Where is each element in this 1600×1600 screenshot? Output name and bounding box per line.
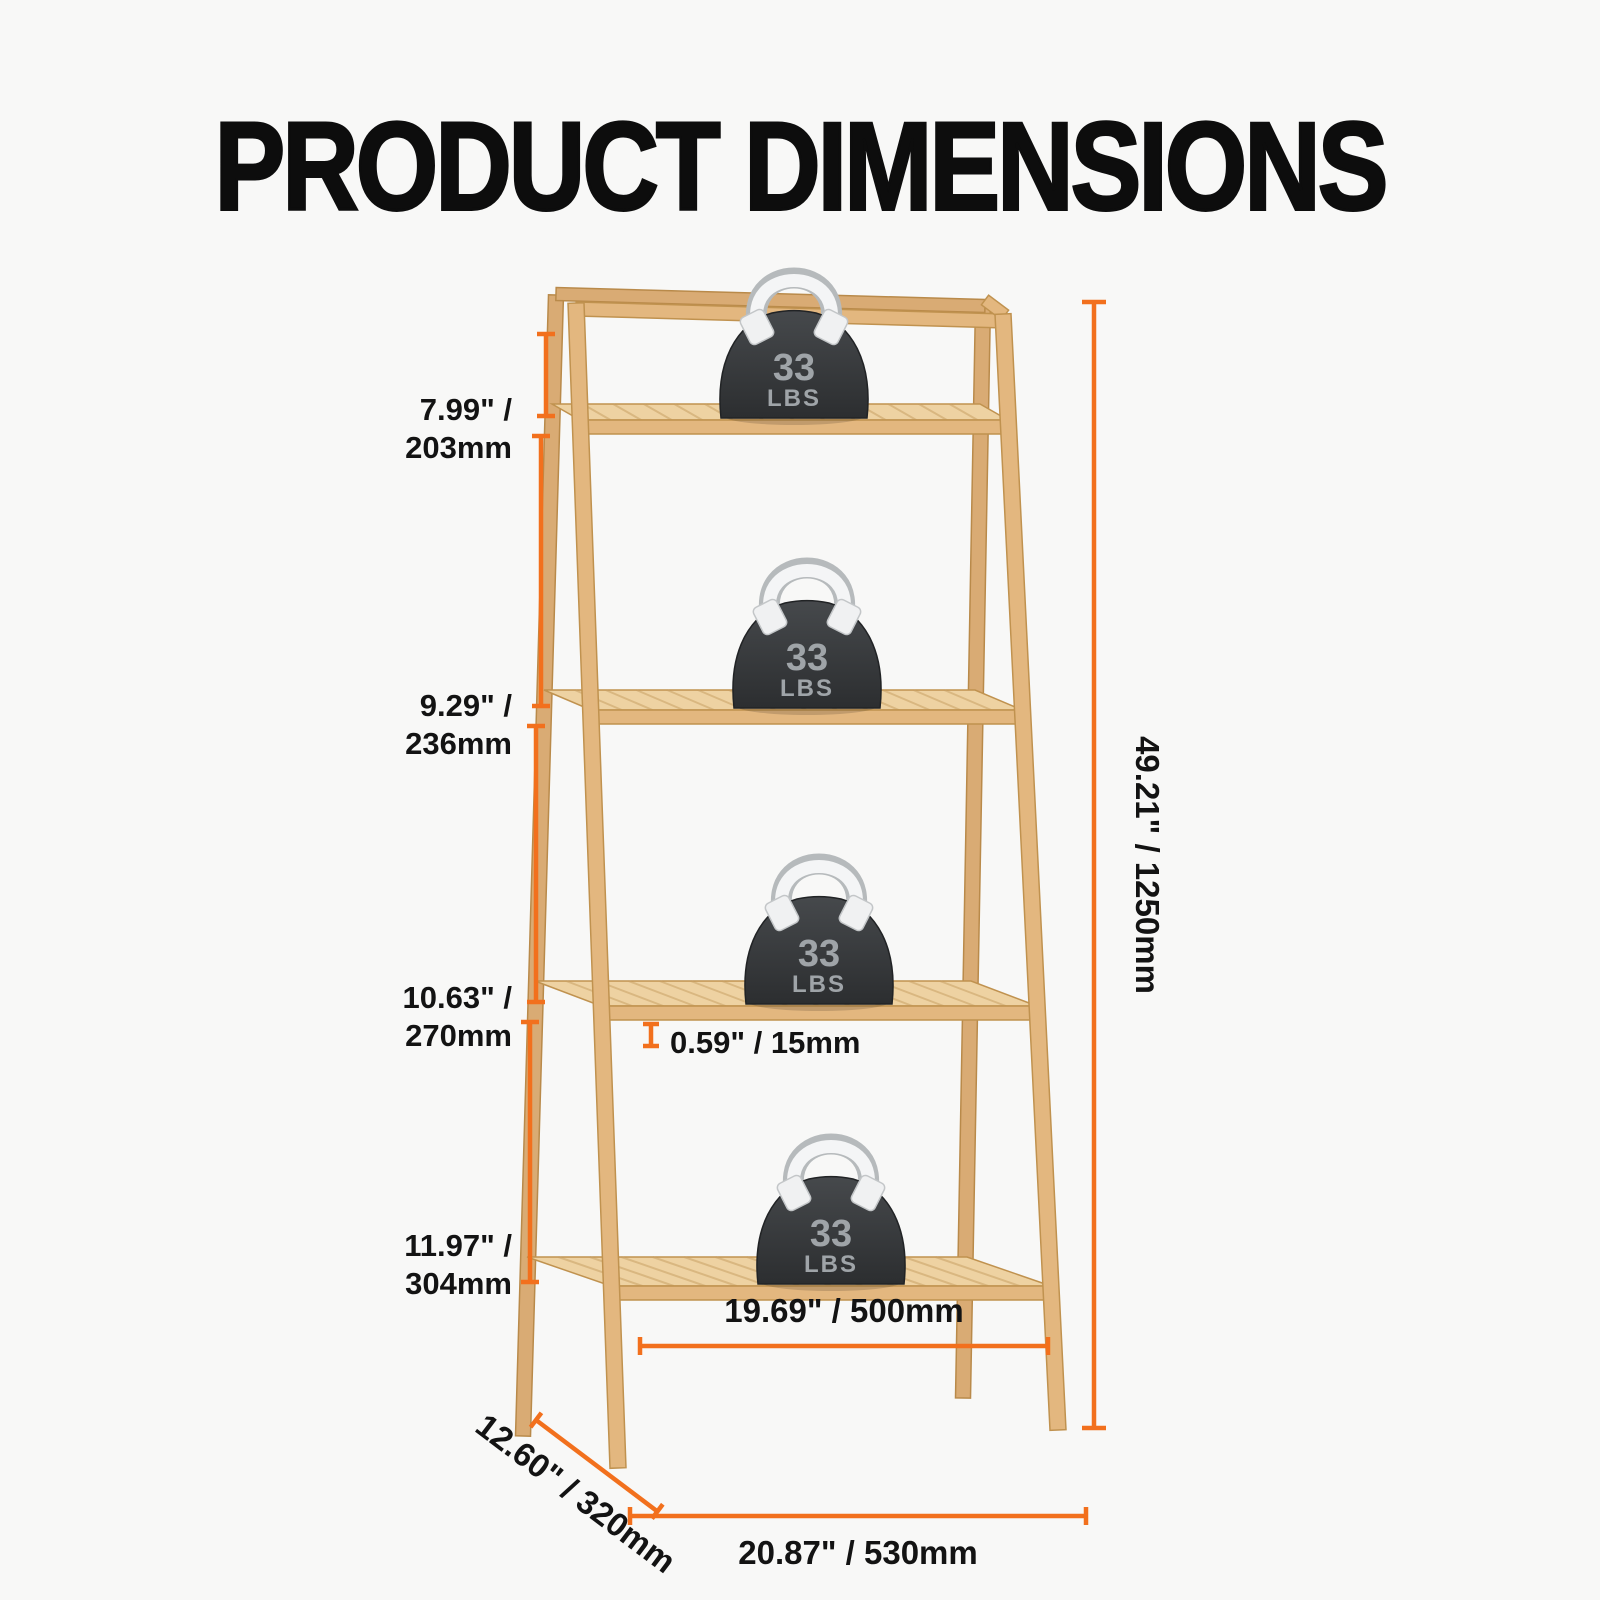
kettlebell-shelf-2 — [733, 568, 881, 715]
dim-gap-2: 9.29" / 236mm — [405, 433, 550, 761]
dim-gap-4: 11.97" / 304mm — [404, 1019, 539, 1301]
dim-shelf-thickness-label: 0.59" / 15mm — [670, 1025, 860, 1060]
dim-gap-1: 7.99" / 203mm — [405, 331, 555, 465]
dim-gap-2-inches: 9.29" / — [420, 688, 513, 723]
dim-gap-3-inches: 10.63" / — [403, 980, 513, 1015]
dim-depth-label: 12.60" / 320mm — [469, 1406, 683, 1580]
dim-gap-1-inches: 7.99" / — [420, 392, 513, 427]
rear-right-leg — [954, 302, 992, 1399]
dim-gap-2-mm: 236mm — [405, 726, 512, 761]
dim-gap-4-mm: 304mm — [405, 1266, 512, 1301]
dim-shelf-width: 19.69" / 500mm — [637, 1292, 1051, 1355]
kettlebell-shelf-4 — [757, 1144, 905, 1291]
dim-gap-4-inches: 11.97" / — [404, 1228, 512, 1263]
dim-overall-height: 49.21" / 1250mm — [1082, 299, 1166, 1431]
dim-gap-3: 10.63" / 270mm — [403, 723, 545, 1053]
front-right-leg — [994, 312, 1067, 1432]
dim-shelf-width-label: 19.69" / 500mm — [724, 1292, 963, 1329]
dim-overall-height-label: 49.21" / 1250mm — [1129, 736, 1166, 994]
dim-overall-width: 20.87" / 530mm — [627, 1507, 1089, 1571]
kettlebell-shelf-3 — [745, 864, 893, 1011]
dim-gap-3-mm: 270mm — [405, 1018, 512, 1053]
dim-overall-width-label: 20.87" / 530mm — [738, 1534, 977, 1571]
front-left-leg — [567, 301, 627, 1470]
shelf-unit — [514, 286, 1067, 1470]
page-title: PRODUCT DIMENSIONS — [213, 96, 1389, 238]
dim-gap-1-mm: 203mm — [405, 430, 512, 465]
dim-depth: 12.60" / 320mm — [469, 1406, 683, 1580]
dim-shelf-thickness: 0.59" / 15mm — [643, 1021, 860, 1060]
